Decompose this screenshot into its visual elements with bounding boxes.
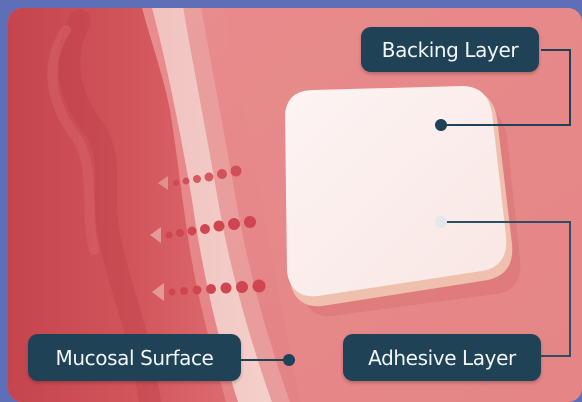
patch-backing-face bbox=[285, 86, 506, 296]
backing-layer-label: Backing Layer bbox=[361, 27, 539, 72]
mucoadhesive-patch bbox=[285, 86, 520, 316]
mucosal-marker-dot bbox=[283, 354, 295, 366]
backing-marker-dot bbox=[435, 119, 447, 131]
adhesive-marker-dot bbox=[435, 216, 447, 228]
mucosal-surface-label: Mucosal Surface bbox=[28, 334, 241, 381]
adhesive-layer-label: Adhesive Layer bbox=[343, 334, 541, 381]
